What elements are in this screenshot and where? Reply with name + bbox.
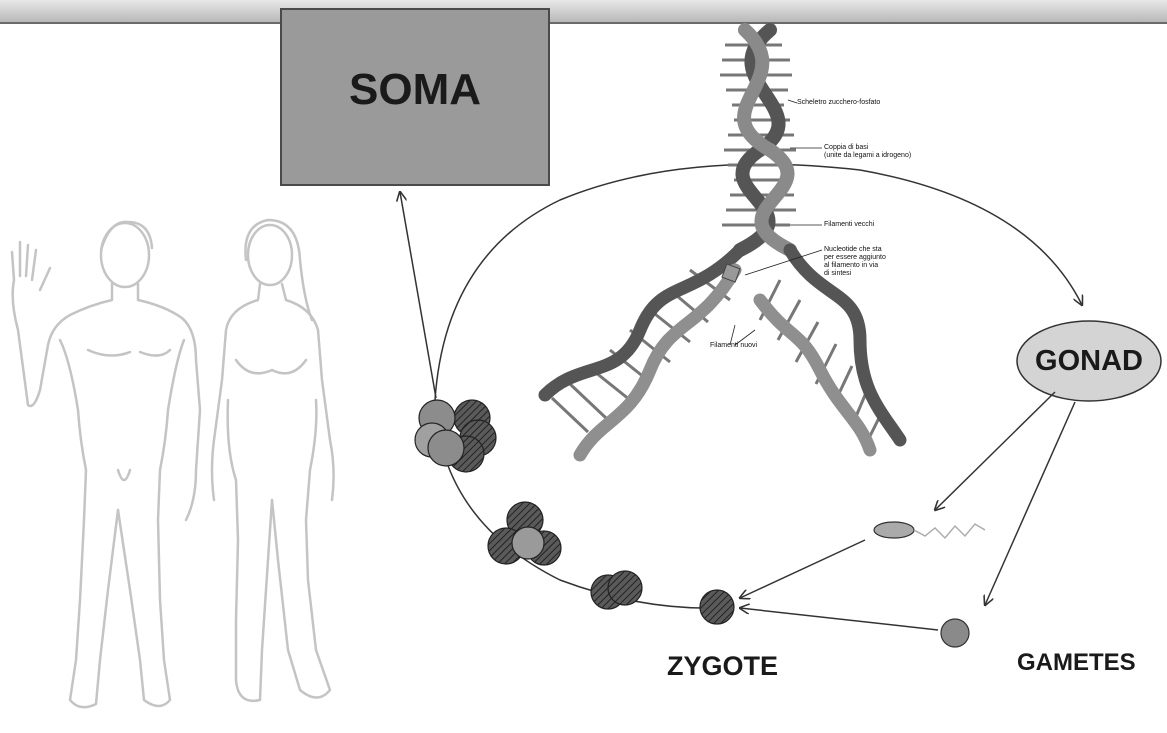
male-figure (12, 222, 200, 707)
soma-label: SOMA (349, 65, 481, 115)
soma-box: SOMA (280, 8, 550, 186)
female-figure (212, 220, 334, 701)
dna-label-new-strands: Filamenti nuovi (710, 342, 757, 350)
morula-embryo (415, 400, 496, 472)
dna-label-nucleotide-3: al filamento in via (824, 262, 878, 270)
four-cell-embryo (488, 502, 561, 565)
dna-label-nucleotide-4: di sintesi (824, 270, 851, 278)
dna-label-nucleotide-2: per essere aggiunto (824, 254, 886, 262)
dna-label-backbone: Scheletro zucchero-fosfato (797, 99, 880, 107)
two-cell-embryo (591, 571, 642, 609)
zygote-cell (700, 590, 734, 624)
dna-label-base-pair-1: Coppia di basi (824, 144, 868, 152)
zygote-label: ZYGOTE (667, 651, 778, 682)
arrow-to-soma (400, 192, 436, 398)
egg-gamete (941, 619, 969, 647)
sperm-gamete (874, 522, 985, 538)
gonad-label: GONAD (1015, 319, 1163, 403)
gametes-label: GAMETES (1017, 649, 1136, 677)
arrow-gonad-to-sperm (935, 392, 1055, 510)
dna-label-base-pair-2: (unite da legami a idrogeno) (824, 152, 911, 160)
arrow-sperm-to-zygote (740, 540, 865, 598)
arrow-gonad-to-egg (985, 402, 1075, 605)
dna-label-nucleotide-1: Nucleotide che sta (824, 246, 882, 254)
dna-label-old-strands: Filamenti vecchi (824, 221, 874, 229)
arrow-egg-to-zygote (740, 608, 938, 630)
dna-helix-illustration (545, 30, 900, 455)
